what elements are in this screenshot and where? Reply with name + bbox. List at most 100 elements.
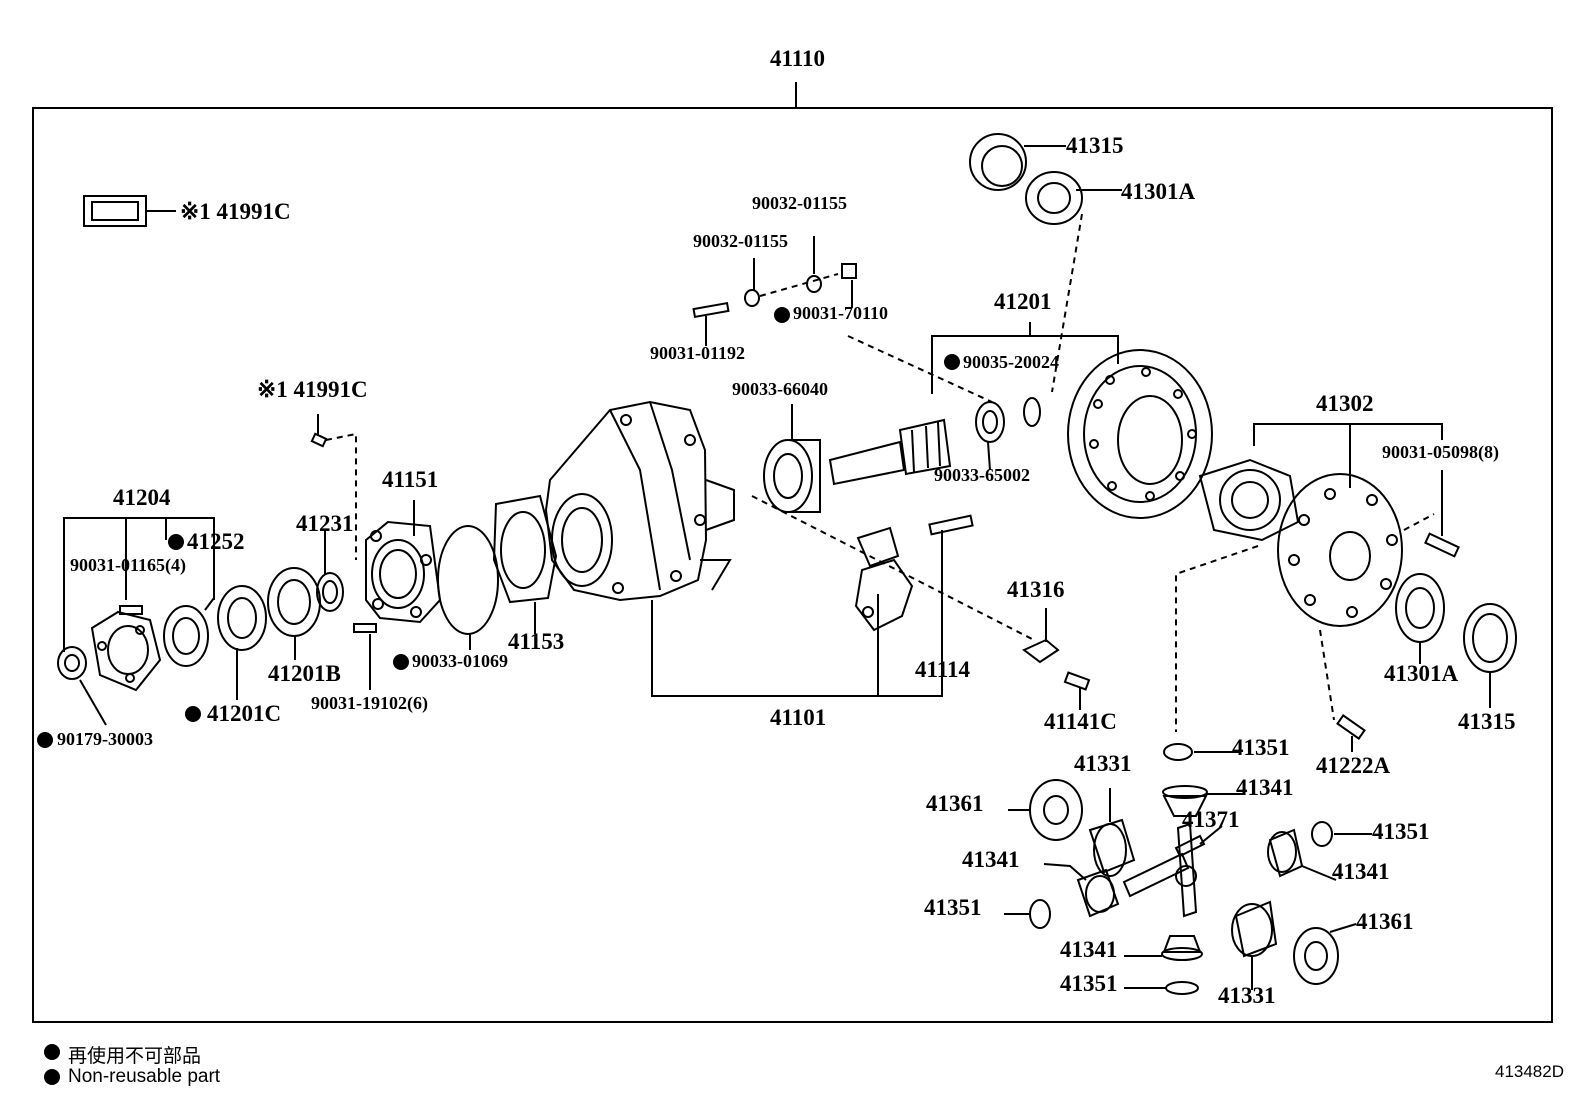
- part-41302-differential-case-half: [1198, 458, 1300, 542]
- label-41315-b: 41315: [1458, 709, 1516, 734]
- part-90032-01155-washer: [744, 275, 822, 307]
- label-90031-05098: 90031-05098(8): [1382, 442, 1499, 462]
- part-90033-01069-oring: [437, 525, 499, 635]
- figure-code: 413482D: [1494, 1062, 1564, 1081]
- label-41153: 41153: [508, 629, 565, 654]
- legend-japanese: 再使用不可部品: [68, 1041, 201, 1068]
- part-41151-housing: [365, 520, 442, 624]
- label-41341-d: 41341: [1060, 937, 1118, 962]
- label-41151: 41151: [382, 467, 439, 492]
- part-41341-pinion-a: [1162, 785, 1208, 817]
- part-41341-pinion-b: [1076, 868, 1120, 918]
- part-90031-01192-bolt: [692, 301, 730, 319]
- part-90031-01165-bolt: [119, 605, 143, 615]
- part-41222a-bolt: [1336, 714, 1366, 740]
- part-90031-19102-bolt: [353, 623, 377, 633]
- label-41351-c: 41351: [924, 895, 982, 920]
- part-41331-side-gear-b: [1231, 900, 1278, 958]
- label-41351-b: 41351: [1372, 819, 1430, 844]
- part-41201b-bearing: [267, 567, 321, 637]
- label-90032-01155-b: 90032-01155: [693, 231, 789, 251]
- label-41231: 41231: [296, 511, 354, 536]
- part-90035-20024-washer: [1023, 397, 1041, 427]
- part-41301a-bearing-b: [1395, 573, 1445, 643]
- label-41252: 41252: [187, 529, 245, 554]
- part-41201-drive-pinion: [828, 418, 952, 486]
- part-41991c-tag-inner: [91, 201, 139, 221]
- label-41351-d: 41351: [1060, 971, 1118, 996]
- part-41252-seal: [163, 605, 209, 667]
- part-41351-washer-d: [1165, 981, 1199, 995]
- label-41361-a: 41361: [926, 791, 984, 816]
- part-41331-side-gear-a: [1088, 818, 1136, 877]
- part-41201-ring-gear: [1067, 349, 1213, 519]
- part-41153-gasket: [492, 494, 558, 604]
- label-41371: 41371: [1182, 807, 1240, 832]
- part-41361-thrust-washer-a: [1029, 779, 1083, 841]
- label-41341-c: 41341: [962, 847, 1020, 872]
- non-reusable-markers: [37, 307, 960, 1085]
- part-41361-thrust-washer-b: [1293, 927, 1339, 985]
- part-41316-lock: [1022, 638, 1060, 664]
- label-41341-b: 41341: [1332, 859, 1390, 884]
- part-41302-differential-case-flange: [1277, 473, 1403, 627]
- label-41301a-b: 41301A: [1384, 661, 1459, 686]
- label-90031-01192: 90031-01192: [650, 343, 746, 363]
- label-41351-a: 41351: [1232, 735, 1290, 760]
- label-assembly-41110: 41110: [770, 46, 825, 71]
- label-41331-a: 41331: [1074, 751, 1132, 776]
- part-41315-adjusting-nut: [969, 133, 1027, 191]
- label-41141c: 41141C: [1044, 709, 1117, 734]
- part-41351-washer-a: [1163, 743, 1193, 761]
- label-41114: 41114: [915, 657, 970, 682]
- label-90031-70110: 90031-70110: [793, 303, 889, 323]
- legend-japanese-text: 再使用不可部品: [68, 1046, 202, 1067]
- legend-english: Non-reusable part: [68, 1066, 220, 1088]
- label-90031-19102: 90031-19102(6): [311, 693, 428, 713]
- label-41316: 41316: [1007, 577, 1065, 602]
- label-90033-01069: 90033-01069: [412, 651, 508, 671]
- part-41114-bearing-cap: [854, 526, 914, 632]
- part-90033-65002-bearing: [975, 401, 1005, 443]
- part-90031-05098-bolt: [1424, 532, 1460, 558]
- label-90179-30003: 90179-30003: [57, 729, 153, 749]
- part-90179-30003-nut: [57, 646, 87, 680]
- label-41301a-a: 41301A: [1121, 179, 1196, 204]
- label-90033-65002: 90033-65002: [934, 465, 1030, 485]
- label-41991c-a: ※1 41991C: [180, 199, 291, 224]
- part-41204-flange: [90, 610, 162, 692]
- part-41231-spacer: [316, 572, 344, 612]
- label-41201c: 41201C: [207, 701, 282, 726]
- part-41114-bolt: [928, 514, 974, 536]
- label-41201b: 41201B: [268, 661, 341, 686]
- part-41341-pinion-d: [1161, 935, 1203, 961]
- part-41351-washer-b: [1029, 899, 1051, 929]
- label-41101: 41101: [770, 705, 827, 730]
- label-90035-20024: 90035-20024: [963, 352, 1059, 372]
- part-90031-70110-nut: [841, 263, 857, 279]
- part-41201c-bearing: [217, 585, 267, 651]
- part-41341-pinion-c: [1267, 828, 1304, 878]
- label-41361-b: 41361: [1356, 909, 1414, 934]
- part-41141c-bolt: [1063, 671, 1091, 691]
- part-41351-washer-c: [1311, 821, 1333, 847]
- part-41301a-bearing: [1025, 171, 1083, 225]
- label-41341-a: 41341: [1236, 775, 1294, 800]
- label-90032-01155-a: 90032-01155: [752, 193, 848, 213]
- part-90033-66040-bearing: [763, 439, 821, 513]
- label-41331-b: 41331: [1218, 983, 1276, 1008]
- label-90031-01165: 90031-01165(4): [70, 555, 186, 575]
- label-41222a: 41222A: [1316, 753, 1391, 778]
- label-41315-a: 41315: [1066, 133, 1124, 158]
- part-41991c-tag: [83, 195, 147, 227]
- part-41371-pinion-shaft: [1122, 822, 1206, 918]
- label-41302: 41302: [1316, 391, 1374, 416]
- part-41101-carrier-housing: [544, 400, 735, 602]
- label-41991c-b: ※1 41991C: [257, 377, 368, 402]
- label-41204: 41204: [113, 485, 171, 510]
- label-90033-66040: 90033-66040: [732, 379, 828, 399]
- label-41201: 41201: [994, 289, 1052, 314]
- part-41315-adjusting-nut-b: [1463, 603, 1517, 673]
- legend-english-text: Non-reusable part: [68, 1066, 221, 1087]
